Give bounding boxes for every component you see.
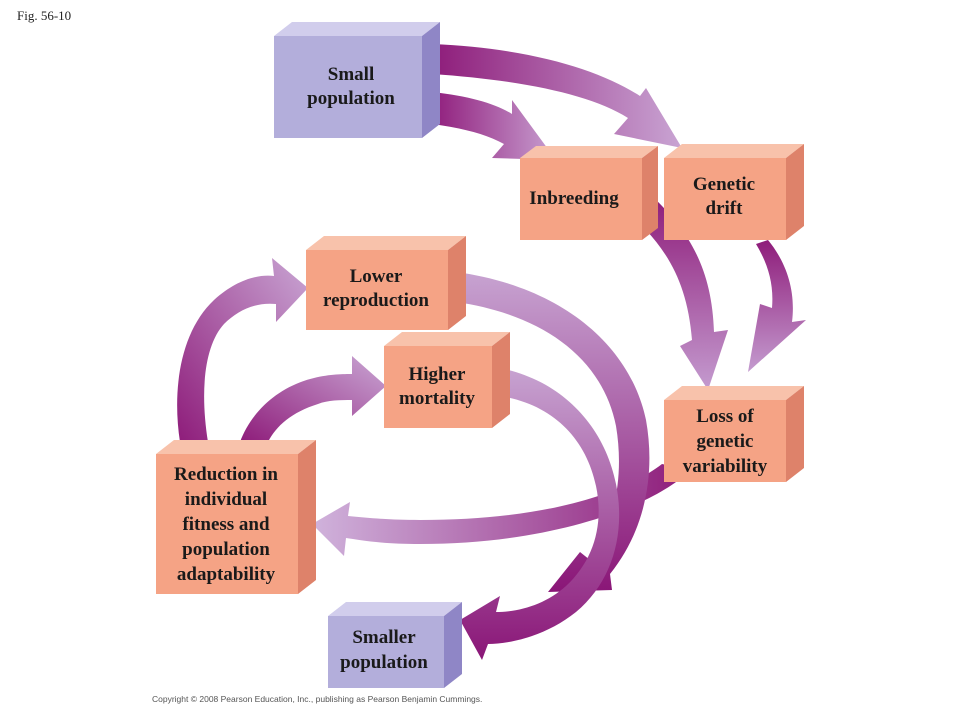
label-lower-reproduction-2: reproduction — [323, 290, 429, 311]
arrow-small-to-inbreeding — [432, 92, 556, 160]
figure-label: Fig. 56-10 — [17, 8, 72, 23]
label-genetic-drift-1: Genetic — [693, 174, 755, 195]
label-smaller-population-2: population — [340, 652, 428, 673]
node-higher-mortality: Higher mortality — [384, 332, 510, 428]
label-reduction-2: individual — [185, 489, 267, 510]
label-reduction-3: fitness and — [182, 514, 270, 535]
node-lower-reproduction: Lower reproduction — [306, 236, 466, 330]
node-loss-of-variability: Loss of genetic variability — [664, 386, 804, 482]
node-genetic-drift: Genetic drift — [664, 144, 804, 240]
arrow-inbreeding-to-loss — [646, 196, 728, 390]
label-smaller-population-1: Smaller — [352, 627, 416, 648]
arrow-loss-to-reduction — [312, 464, 690, 556]
arrow-reproduction-to-smaller — [456, 272, 650, 592]
label-loss-1: Loss of — [696, 406, 754, 427]
label-reduction-5: adaptability — [177, 564, 276, 585]
label-inbreeding: Inbreeding — [529, 188, 619, 209]
label-reduction-4: population — [182, 539, 270, 560]
copyright-notice: Copyright © 2008 Pearson Education, Inc.… — [152, 694, 483, 704]
node-small-population: Small population — [274, 22, 440, 138]
arrow-small-to-drift — [432, 44, 682, 148]
label-loss-3: variability — [683, 456, 768, 477]
label-reduction-1: Reduction in — [174, 464, 278, 485]
label-higher-mortality-2: mortality — [399, 388, 475, 409]
node-inbreeding: Inbreeding — [520, 146, 658, 240]
arrow-mortality-to-smaller — [460, 368, 620, 660]
node-reduction-fitness: Reduction in individual fitness and popu… — [156, 440, 316, 594]
node-smaller-population: Smaller population — [328, 602, 462, 688]
label-small-population-2: population — [307, 88, 395, 109]
label-higher-mortality-1: Higher — [409, 364, 467, 385]
arrow-drift-to-loss — [748, 240, 806, 372]
label-lower-reproduction-1: Lower — [350, 266, 403, 287]
arrow-reduction-to-reproduction — [177, 258, 308, 442]
label-genetic-drift-2: drift — [706, 198, 744, 219]
label-small-population-1: Small — [328, 64, 374, 85]
arrow-reduction-to-mortality — [240, 356, 386, 442]
label-loss-2: genetic — [697, 431, 754, 452]
